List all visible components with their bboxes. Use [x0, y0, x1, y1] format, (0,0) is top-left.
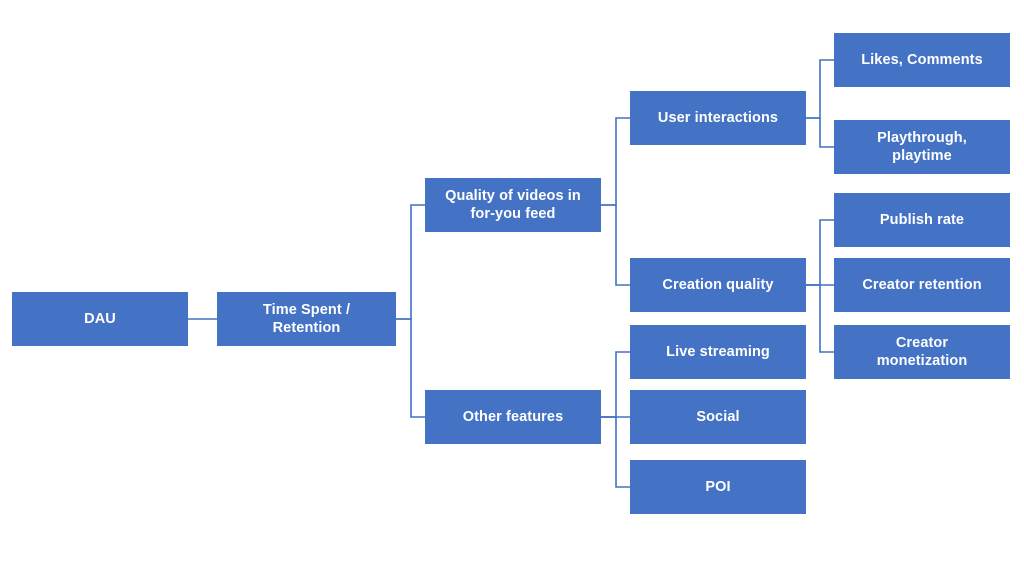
node-user-interactions[interactable]: User interactions: [630, 91, 806, 145]
edge-user-interactions-to-likes: [806, 59, 834, 119]
node-other-features-label: Other features: [462, 408, 564, 425]
edge-other-to-poi: [601, 416, 630, 488]
node-other-features[interactable]: Other features: [425, 390, 601, 444]
edge-creation-quality-to-creator-monetization: [806, 284, 834, 353]
node-playthrough-playtime-label: Playthrough, playtime: [877, 129, 967, 164]
node-playthrough-playtime[interactable]: Playthrough, playtime: [834, 120, 1010, 174]
node-creation-quality-label: Creation quality: [662, 276, 774, 293]
edge-user-interactions-to-playthrough: [806, 117, 834, 148]
node-likes-comments[interactable]: Likes, Comments: [834, 33, 1010, 87]
node-creator-monetization-label: Creator monetization: [876, 334, 968, 369]
node-publish-rate-label: Publish rate: [879, 211, 965, 228]
node-time-spent-retention[interactable]: Time Spent / Retention: [217, 292, 396, 346]
node-poi[interactable]: POI: [630, 460, 806, 514]
node-publish-rate[interactable]: Publish rate: [834, 193, 1010, 247]
node-dau-label: DAU: [84, 310, 116, 327]
edge-other-to-live-streaming: [601, 351, 630, 418]
node-live-streaming-label: Live streaming: [666, 343, 770, 360]
node-social[interactable]: Social: [630, 390, 806, 444]
node-social-label: Social: [696, 408, 740, 425]
node-quality-of-videos[interactable]: Quality of videos in for-you feed: [425, 178, 601, 232]
node-creator-retention-label: Creator retention: [862, 276, 982, 293]
node-creator-retention[interactable]: Creator retention: [834, 258, 1010, 312]
node-likes-comments-label: Likes, Comments: [861, 51, 983, 68]
node-time-spent-retention-label: Time Spent / Retention: [262, 301, 351, 336]
node-dau[interactable]: DAU: [12, 292, 188, 346]
edge-time-spent-to-quality: [396, 204, 425, 320]
edge-quality-to-creation-quality: [601, 204, 630, 286]
node-creator-monetization[interactable]: Creator monetization: [834, 325, 1010, 379]
node-user-interactions-label: User interactions: [657, 109, 779, 126]
edge-quality-to-user-interactions: [601, 117, 630, 206]
node-quality-of-videos-label: Quality of videos in for-you feed: [445, 187, 581, 222]
node-live-streaming[interactable]: Live streaming: [630, 325, 806, 379]
node-creation-quality[interactable]: Creation quality: [630, 258, 806, 312]
edge-time-spent-to-other: [396, 318, 425, 418]
node-poi-label: POI: [705, 478, 731, 495]
edge-creation-quality-to-publish-rate: [806, 219, 834, 286]
